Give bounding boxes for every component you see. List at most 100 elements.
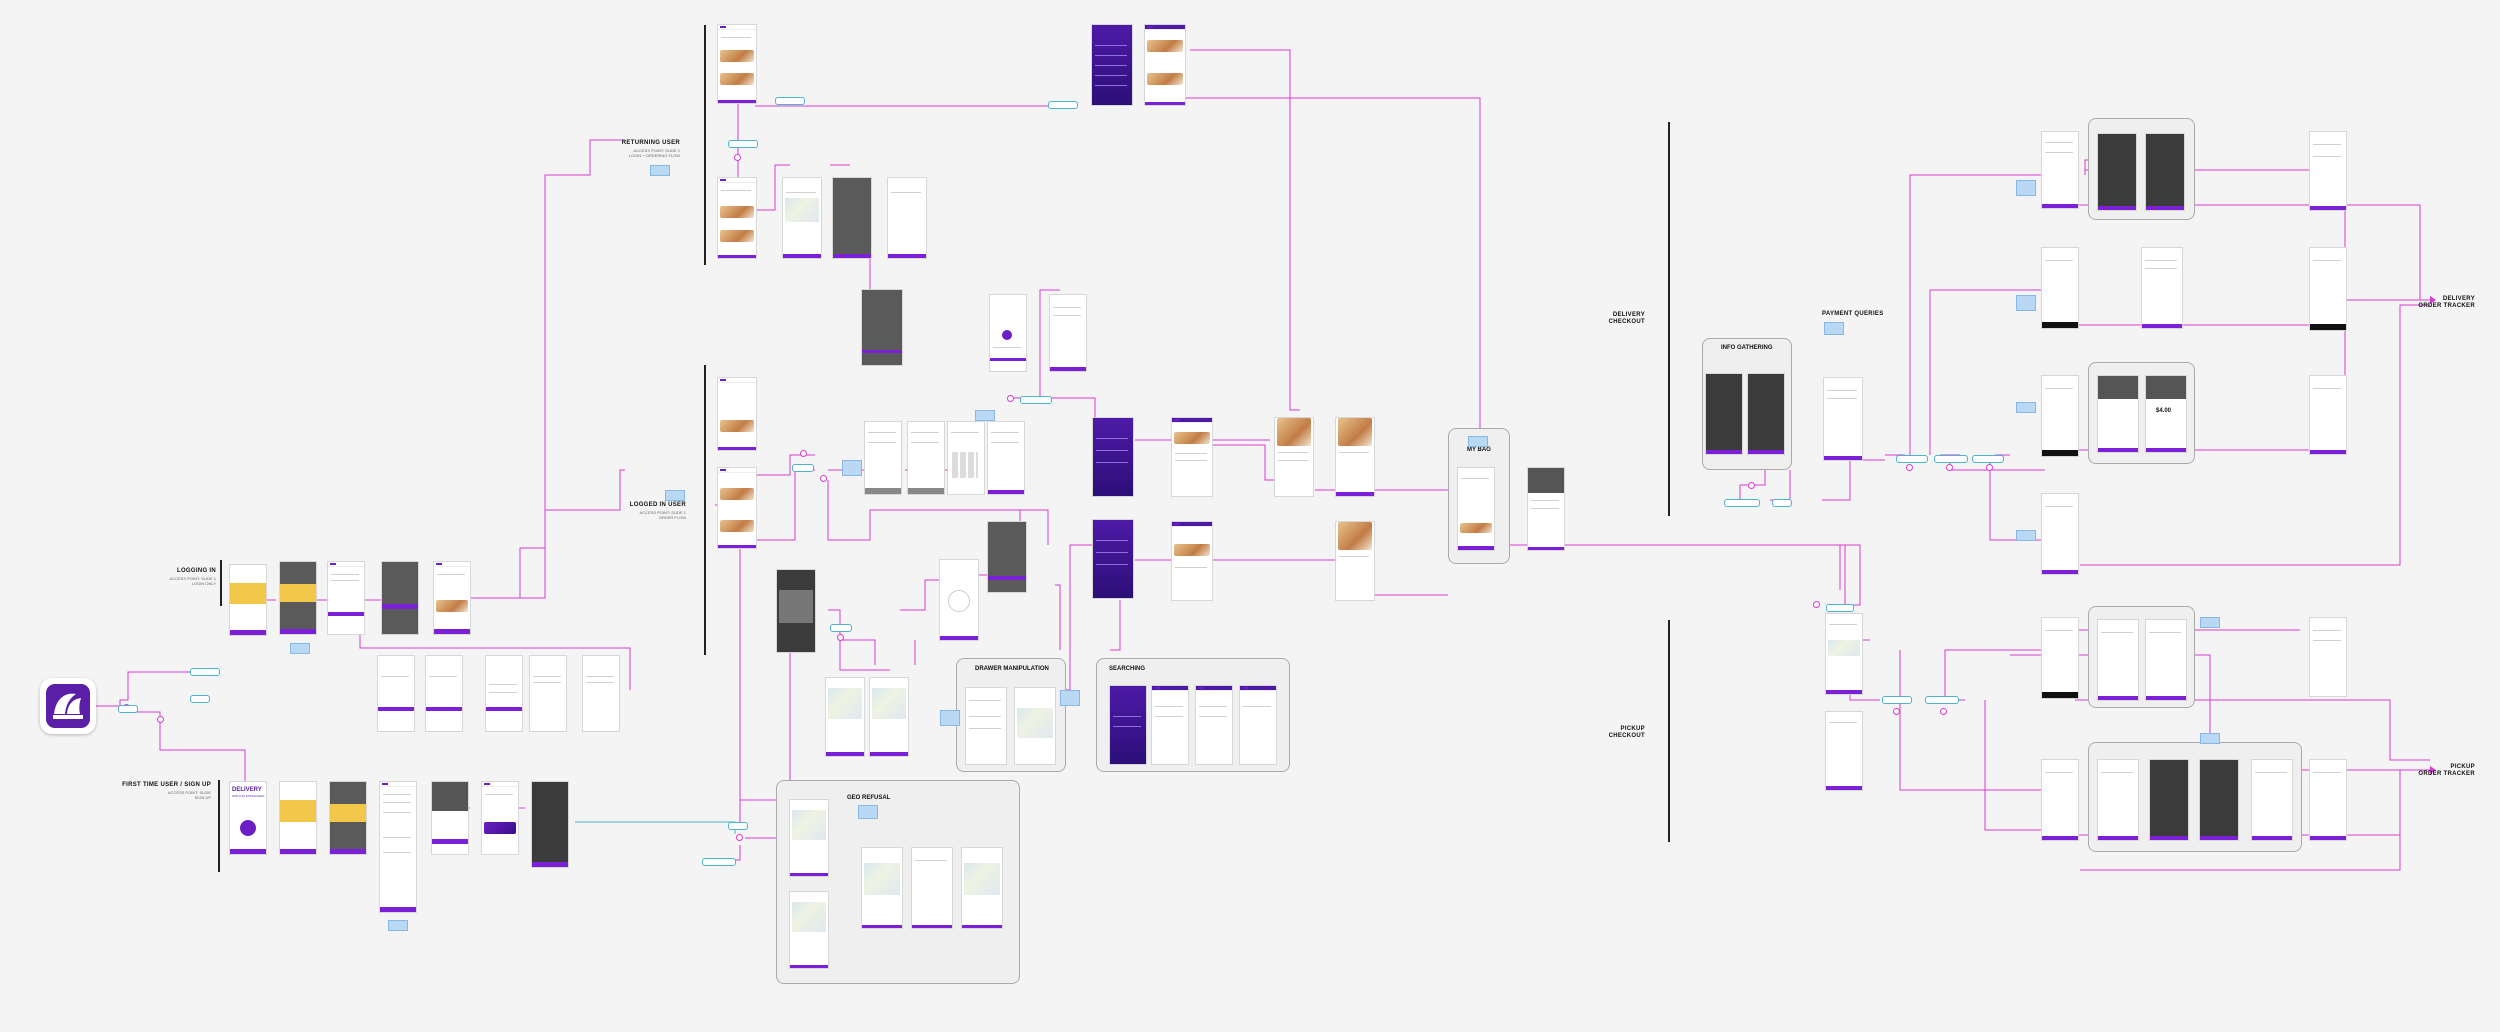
- screen[interactable]: [2310, 760, 2346, 840]
- screen[interactable]: [988, 422, 1024, 494]
- screen[interactable]: [1826, 712, 1862, 790]
- screen[interactable]: [966, 688, 1006, 764]
- screen[interactable]: [1172, 418, 1212, 496]
- screen[interactable]: [1196, 686, 1232, 764]
- screen[interactable]: [870, 678, 908, 756]
- screen[interactable]: [1748, 374, 1784, 454]
- screen[interactable]: DELIVERY WITH NO EXTRA FEES: [230, 782, 266, 854]
- screen[interactable]: [2098, 376, 2138, 452]
- screen[interactable]: [1152, 686, 1188, 764]
- note: [2016, 295, 2036, 311]
- screen[interactable]: [280, 562, 316, 634]
- screen[interactable]: [378, 656, 414, 731]
- decision-node: [1893, 708, 1900, 715]
- screen[interactable]: [790, 892, 828, 968]
- first-time-divider: [218, 780, 220, 872]
- screen[interactable]: [230, 565, 266, 635]
- screen[interactable]: [865, 422, 901, 494]
- screen[interactable]: [790, 800, 828, 876]
- info-gathering-title: INFO GATHERING: [1721, 345, 1773, 351]
- screen[interactable]: [948, 422, 984, 494]
- screen[interactable]: [888, 178, 926, 258]
- screen[interactable]: [330, 782, 366, 854]
- screen[interactable]: [1093, 418, 1133, 496]
- screen[interactable]: [962, 848, 1002, 928]
- screen[interactable]: [2042, 132, 2078, 208]
- screen[interactable]: [2042, 760, 2078, 840]
- screen[interactable]: [777, 570, 815, 652]
- note: [2016, 180, 2036, 196]
- screen[interactable]: [1336, 418, 1374, 496]
- screen[interactable]: [1093, 520, 1133, 598]
- screen[interactable]: [783, 178, 821, 258]
- screen[interactable]: [2146, 620, 2186, 700]
- note: [2016, 402, 2036, 413]
- screen[interactable]: [1050, 295, 1086, 371]
- screen[interactable]: [833, 178, 871, 258]
- screen[interactable]: [718, 378, 756, 450]
- screen[interactable]: [1240, 686, 1276, 764]
- screen[interactable]: [2310, 248, 2346, 330]
- screen[interactable]: [1015, 688, 1055, 764]
- screen[interactable]: [382, 562, 418, 634]
- screen[interactable]: [2146, 134, 2184, 210]
- flow-pill: [775, 97, 805, 105]
- screen[interactable]: [1336, 522, 1374, 600]
- screen[interactable]: [2042, 376, 2078, 456]
- screen[interactable]: [1172, 522, 1212, 600]
- screen[interactable]: [2310, 618, 2346, 696]
- flow-pill: [728, 140, 758, 148]
- screen[interactable]: [2098, 760, 2138, 840]
- screen[interactable]: [328, 562, 364, 634]
- screen[interactable]: [826, 678, 864, 756]
- flow-pill: [190, 695, 210, 703]
- screen[interactable]: [434, 562, 470, 634]
- app-icon[interactable]: [40, 678, 96, 734]
- screen[interactable]: [280, 782, 316, 854]
- screen[interactable]: [2252, 760, 2292, 840]
- screen[interactable]: [426, 656, 462, 731]
- screen[interactable]: [432, 782, 468, 854]
- screen[interactable]: [2142, 248, 2182, 328]
- screen[interactable]: [2098, 620, 2138, 700]
- screen[interactable]: [380, 782, 416, 912]
- screen[interactable]: [2200, 760, 2238, 840]
- screen[interactable]: [1275, 418, 1313, 496]
- screen[interactable]: [1824, 378, 1862, 460]
- screen[interactable]: [1458, 468, 1494, 550]
- decision-node: [1940, 708, 1947, 715]
- screen[interactable]: [530, 656, 566, 731]
- screen[interactable]: [912, 848, 952, 928]
- screen[interactable]: [1826, 614, 1862, 694]
- screen[interactable]: [940, 560, 978, 640]
- screen[interactable]: [862, 290, 902, 365]
- screen[interactable]: [2042, 248, 2078, 328]
- screen[interactable]: [2310, 376, 2346, 454]
- screen[interactable]: [1110, 686, 1146, 764]
- note: [2200, 733, 2220, 744]
- screen[interactable]: [2150, 760, 2188, 840]
- screen[interactable]: [1092, 25, 1132, 105]
- screen[interactable]: [482, 782, 518, 854]
- screen[interactable]: [486, 656, 522, 731]
- screen[interactable]: [583, 656, 619, 731]
- returning-divider: [704, 25, 706, 265]
- screen[interactable]: $4.00: [2146, 376, 2186, 452]
- screen[interactable]: [2098, 134, 2136, 210]
- screen[interactable]: [1706, 374, 1742, 454]
- screen[interactable]: [908, 422, 944, 494]
- screen[interactable]: [2310, 132, 2346, 210]
- screen[interactable]: [2042, 618, 2078, 698]
- screen[interactable]: [532, 782, 568, 867]
- screen[interactable]: [718, 178, 756, 258]
- flow-pill: [1925, 696, 1959, 704]
- screen[interactable]: [990, 295, 1026, 371]
- screen[interactable]: [2042, 494, 2078, 574]
- screen[interactable]: [1528, 468, 1564, 550]
- screen[interactable]: [1145, 25, 1185, 105]
- screen[interactable]: [862, 848, 902, 928]
- screen[interactable]: [718, 25, 756, 103]
- screen[interactable]: [988, 522, 1026, 592]
- flow-pill: [1882, 696, 1912, 704]
- screen[interactable]: [718, 468, 756, 548]
